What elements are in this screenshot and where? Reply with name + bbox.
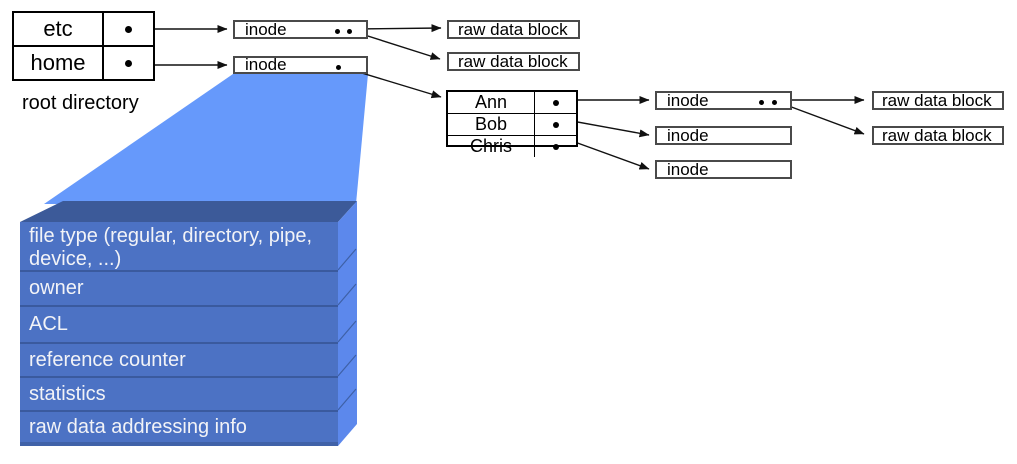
inode-field-row: reference counter: [20, 342, 338, 376]
pointer-dot: [759, 100, 764, 105]
raw-data-block-3: raw data block: [872, 91, 1004, 110]
inode-field-row: ACL: [20, 305, 338, 342]
raw-data-block-label: raw data block: [882, 125, 992, 145]
inode-field-row: owner: [20, 270, 338, 305]
directory-entry-name: Ann: [448, 92, 535, 113]
pointer-dot: [336, 64, 341, 70]
inode-box-chris: inode: [655, 160, 792, 179]
raw-data-block-label: raw data block: [882, 90, 992, 110]
inode-box-home: inode: [233, 55, 368, 74]
root-directory-caption: root directory: [22, 92, 139, 114]
directory-entry-pointer: [104, 13, 153, 45]
arrow-ann-inode-to-rawblock4: [777, 101, 865, 135]
side-face-row-edges: [337, 248, 357, 411]
pointer-dot: [552, 143, 559, 150]
inode-label: inode: [245, 55, 287, 74]
pointer-dot: [125, 59, 132, 67]
directory-entry-name: etc: [14, 13, 104, 45]
pointer-dot: [772, 100, 777, 105]
table-row: Ann: [448, 92, 576, 113]
directory-entry-pointer: [104, 47, 153, 79]
inode-box-etc: inode: [233, 20, 368, 39]
pointer-dot: [335, 29, 340, 34]
entry-label: Ann: [474, 92, 508, 112]
inode-field-row: raw data addressing info: [20, 410, 338, 446]
inode-label: inode: [667, 159, 709, 179]
directory-entry-name: home: [14, 47, 104, 79]
inode-field-row: statistics: [20, 376, 338, 410]
raw-data-block-label: raw data block: [458, 51, 568, 71]
inode-box-ann: inode: [655, 91, 792, 110]
callout-beam: [44, 74, 368, 204]
raw-data-block-4: raw data block: [872, 126, 1004, 145]
raw-data-block-1: raw data block: [447, 20, 580, 39]
pointer-dot: [552, 121, 559, 128]
directory-entry-pointer: [535, 136, 576, 157]
inode-box-bob: inode: [655, 126, 792, 145]
inode-field-row: file type (regular, directory, pipe, dev…: [20, 222, 338, 270]
inode-label: inode: [667, 125, 709, 145]
table-row: etc: [14, 13, 153, 45]
entry-label: Bob: [474, 114, 508, 134]
table-row: Bob: [448, 113, 576, 135]
raw-data-block-label: raw data block: [458, 19, 568, 39]
directory-entry-name: Bob: [448, 114, 535, 135]
pointer-dot: [552, 99, 559, 106]
root-directory-table: etc home: [12, 11, 155, 81]
directory-entry-name: Chris: [448, 136, 535, 157]
inode-detail-side-face: [338, 201, 357, 446]
inode-detail-box: file type (regular, directory, pipe, dev…: [20, 222, 338, 446]
table-row: home: [14, 45, 153, 79]
directory-entry-pointer: [535, 92, 576, 113]
entry-label: etc: [43, 16, 73, 41]
directory-entry-pointer: [535, 114, 576, 135]
pointer-dot: [347, 29, 352, 34]
entry-label: home: [30, 50, 86, 75]
raw-data-block-2: raw data block: [447, 52, 580, 71]
inode-detail-top-face: [20, 201, 357, 222]
inode-label: inode: [667, 90, 709, 110]
inode-label: inode: [245, 19, 287, 39]
table-row: Chris: [448, 135, 576, 157]
entry-label: Chris: [469, 136, 512, 156]
home-directory-table: Ann Bob Chris: [446, 90, 578, 157]
pointer-dot: [125, 25, 132, 33]
